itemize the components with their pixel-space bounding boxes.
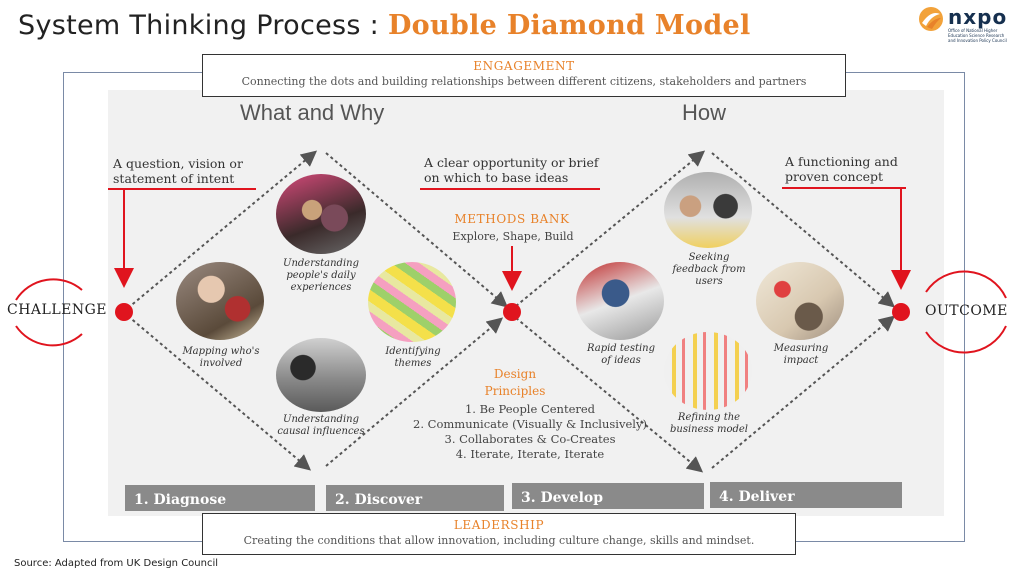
end-label-underline bbox=[782, 187, 906, 189]
heading-how: How bbox=[682, 100, 727, 125]
principle-item: 4. Iterate, Iterate, Iterate bbox=[455, 447, 605, 461]
challenge-arc bbox=[15, 278, 83, 301]
source-note: Source: Adapted from UK Design Council bbox=[14, 558, 219, 569]
challenge-label: CHALLENGE bbox=[7, 302, 107, 318]
photo-feedback bbox=[664, 172, 752, 248]
mid-label: A clear opportunity or brief on which to… bbox=[424, 155, 599, 185]
photo-mapping bbox=[176, 262, 264, 340]
principle-item: 2. Communicate (Visually & Inclusively) bbox=[413, 417, 647, 431]
leadership-title: LEADERSHIP bbox=[453, 518, 545, 532]
engagement-box: ENGAGEMENT Connecting the dots and build… bbox=[202, 54, 846, 97]
principle-item: 3. Collaborates & Co-Creates bbox=[444, 432, 616, 446]
end-label: A functioning and proven concept bbox=[785, 154, 898, 184]
nxpo-logo-icon bbox=[919, 7, 943, 31]
principle-item: 1. Be People Centered bbox=[464, 402, 596, 416]
logo-subtitle: Office of National Higher Education Scie… bbox=[948, 28, 1007, 43]
caption-causal: Understanding causal influences bbox=[277, 414, 365, 437]
mid-label-underline bbox=[420, 188, 600, 190]
challenge-point bbox=[115, 303, 133, 321]
start-label-underline bbox=[108, 188, 256, 190]
photo-rapid-testing bbox=[576, 262, 664, 340]
leadership-box: LEADERSHIP Creating the conditions that … bbox=[202, 513, 796, 555]
page-title: System Thinking Process : Double Diamond… bbox=[18, 10, 751, 41]
leadership-text: Creating the conditions that allow innov… bbox=[243, 534, 755, 547]
photo-causal bbox=[276, 338, 366, 412]
stage-discover: 2. Discover bbox=[326, 485, 504, 511]
caption-themes: Identifying themes bbox=[385, 346, 441, 369]
engagement-title: ENGAGEMENT bbox=[473, 59, 575, 73]
engagement-text: Connecting the dots and building relatio… bbox=[241, 75, 807, 88]
outcome-arc bbox=[925, 270, 1007, 299]
diamond-line-1 bbox=[127, 150, 318, 309]
nxpo-logo: nxpo Office of National Higher Education… bbox=[918, 6, 1012, 43]
diamond-line-5 bbox=[515, 150, 706, 307]
outcome-arc-bottom bbox=[925, 325, 1007, 354]
photo-business-model bbox=[664, 332, 752, 410]
title-highlight: Double Diamond Model bbox=[387, 10, 751, 41]
caption-business-model: Refining the business model bbox=[670, 412, 748, 435]
logo-name: nxpo bbox=[948, 5, 1008, 29]
caption-rapid-testing: Rapid testing of ideas bbox=[586, 343, 656, 366]
outcome-point bbox=[892, 303, 910, 321]
methods-bank-text: Explore, Shape, Build bbox=[452, 230, 574, 243]
midpoint bbox=[503, 303, 521, 321]
outcome-label: OUTCOME bbox=[925, 303, 1008, 319]
stage-deliver: 4. Deliver bbox=[710, 482, 902, 508]
photo-impact bbox=[756, 262, 844, 340]
design-principles-title: Design Principles bbox=[484, 367, 546, 398]
caption-mapping: Mapping who's involved bbox=[182, 346, 260, 369]
methods-bank-title: METHODS BANK bbox=[454, 212, 570, 226]
stage-diagnose: 1. Diagnose bbox=[125, 485, 315, 511]
challenge-arc-bottom bbox=[15, 325, 83, 347]
title-prefix: System Thinking Process : bbox=[18, 10, 380, 41]
caption-people-experiences: Understanding people's daily experiences bbox=[283, 258, 359, 293]
caption-impact: Measuring impact bbox=[773, 343, 829, 366]
heading-what-and-why: What and Why bbox=[240, 100, 385, 125]
design-principles-list: 1. Be People Centered 2. Communicate (Vi… bbox=[408, 402, 652, 462]
diamond-line-6 bbox=[515, 317, 704, 473]
diamond-line-4 bbox=[325, 317, 504, 467]
stage-develop: 3. Develop bbox=[512, 483, 704, 509]
photo-people-experiences bbox=[276, 174, 366, 254]
caption-feedback: Seeking feedback from users bbox=[672, 252, 746, 287]
photo-themes bbox=[368, 262, 456, 342]
start-label: A question, vision or statement of inten… bbox=[113, 156, 243, 186]
